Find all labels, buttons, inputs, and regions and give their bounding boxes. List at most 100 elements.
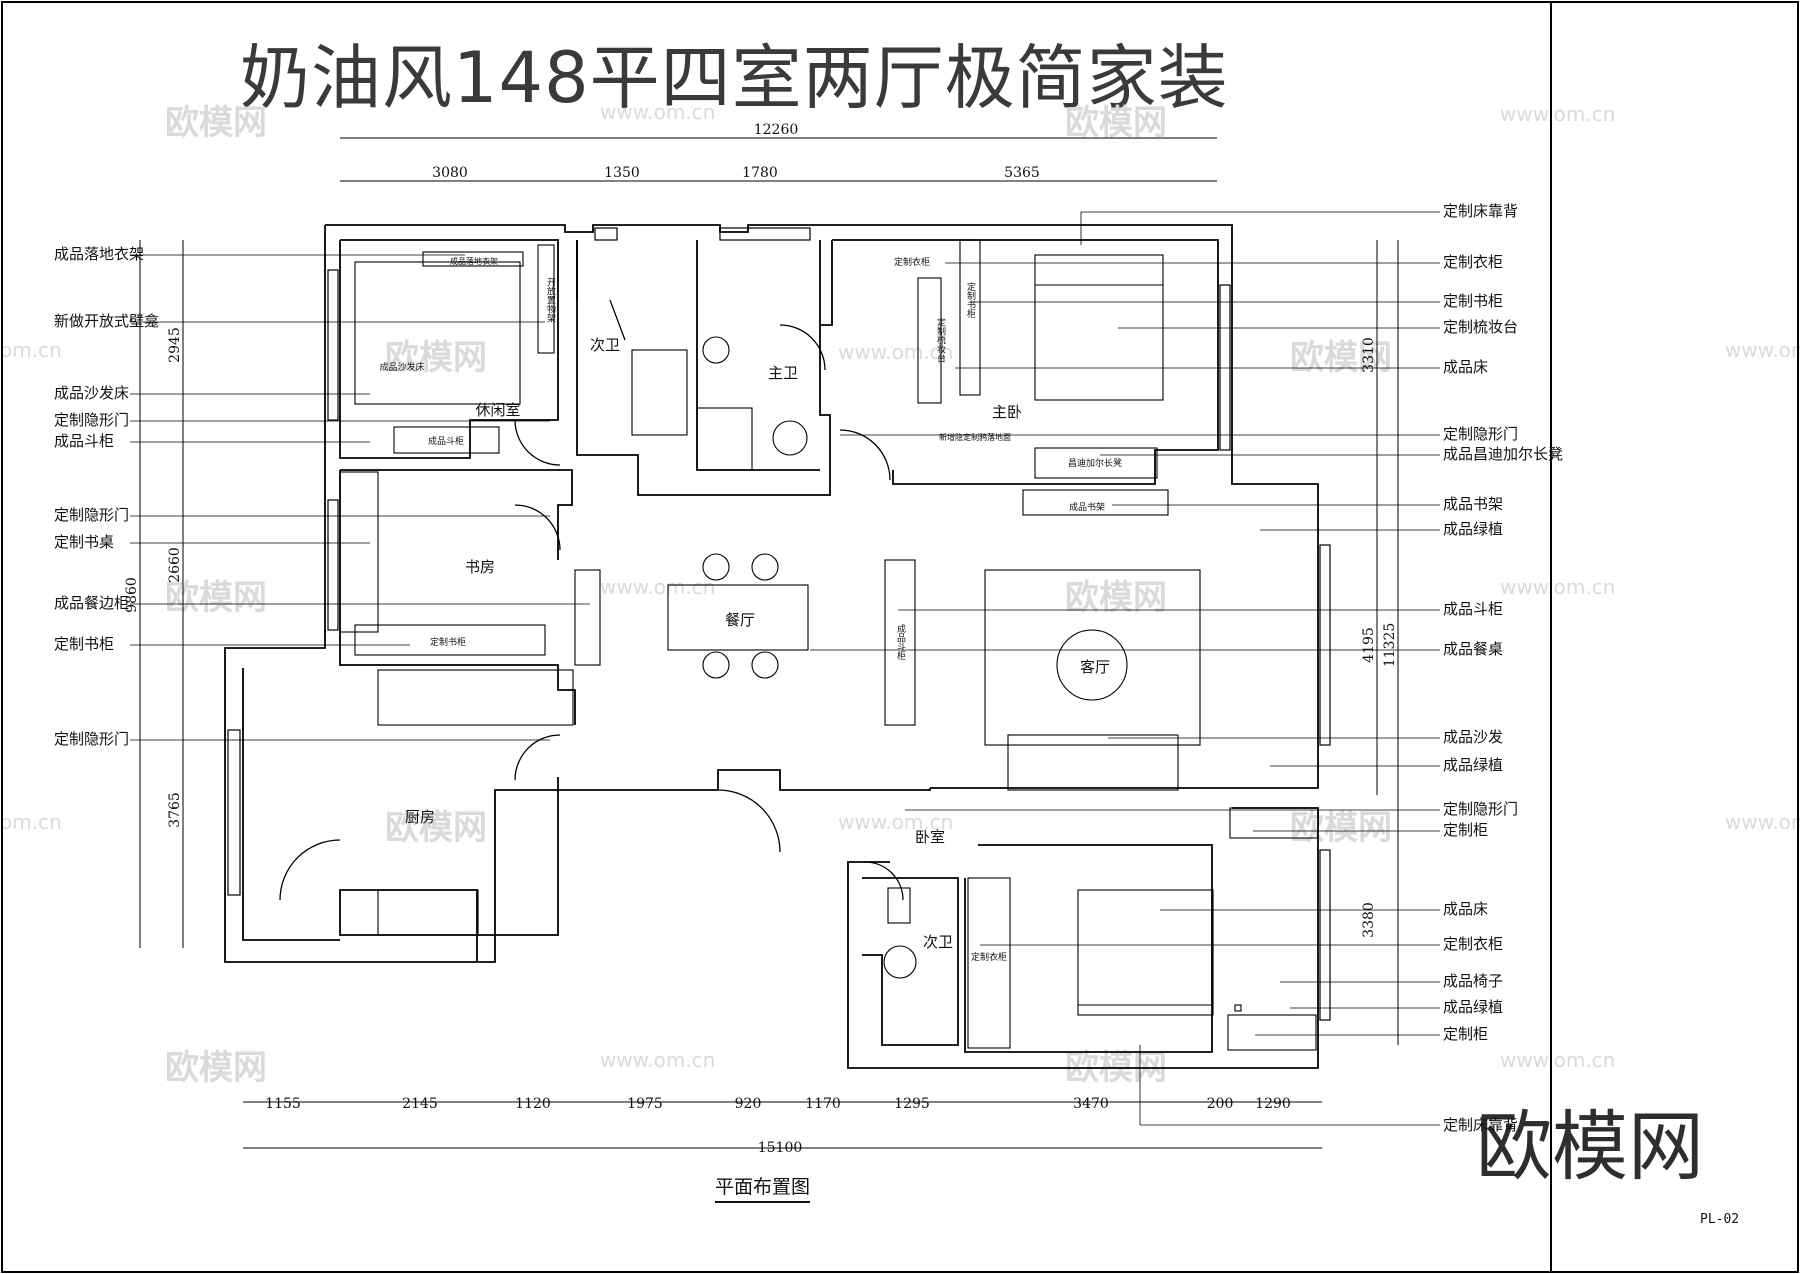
callout-right: 定制隐形门 [1443,800,1518,818]
callout-right: 定制柜 [1443,821,1488,839]
watermark-url: om.cn [0,810,62,834]
watermark-logo: 欧模网 [1065,103,1167,143]
watermark-url: www.om.cn [600,575,716,599]
callout-right: 定制衣柜 [1443,253,1503,271]
dim-total-right: 11325 [1382,623,1398,668]
note-open-shelf: 开放置物架 [545,277,556,323]
dim-total-bottom: 15100 [758,1140,803,1156]
dim-total-top: 12260 [754,122,799,138]
dimension-lines [139,137,1399,1149]
note-bench: 昌迪加尔长凳 [1068,457,1122,469]
callout-right: 成品书架 [1443,495,1503,513]
callout-right: 成品昌迪加尔长凳 [1443,445,1563,463]
furniture [339,239,1319,1051]
room-bedroom: 卧室 [915,828,945,846]
room-study: 书房 [465,558,495,576]
callout-left: 成品斗柜 [54,432,114,450]
dim-bottom: 1295 [894,1096,930,1112]
dim-bottom: 3470 [1073,1096,1109,1112]
note-wardrobe-master: 定制衣柜 [894,256,930,268]
callout-left: 定制隐形门 [54,506,129,524]
callout-left: 新做开放式壁龛 [54,312,159,330]
watermark-url: www.om.cn [1500,575,1616,599]
watermark-url: www.om.cn [600,100,716,124]
callout-right: 成品床 [1443,900,1488,918]
door-swings [279,299,904,901]
callout-left: 成品沙发床 [54,384,129,402]
windows [227,227,1331,1021]
dim-right: 3310 [1361,337,1377,373]
dim-top: 5365 [1004,165,1040,181]
room-guest-bath-2: 次卫 [923,933,953,951]
room-leisure: 休闲室 [475,401,520,419]
note-cabinet-living: 成品斗柜 [895,623,906,661]
callout-left: 成品餐边柜 [54,594,129,612]
callout-right: 成品绿植 [1443,998,1503,1016]
watermark-url: www.om.cn [1500,1048,1616,1072]
note-bookcase-master: 定制书柜 [965,281,976,319]
watermark-logo: 欧模网 [1065,578,1167,618]
callout-right: 定制床靠背 [1443,1116,1518,1134]
leader-lines [130,211,1440,1126]
callout-right: 成品绿植 [1443,520,1503,538]
dim-bottom: 1975 [627,1096,663,1112]
callout-left: 成品落地衣架 [54,245,144,263]
room-master-bed: 主卧 [992,403,1022,421]
dim-bottom: 2145 [402,1096,438,1112]
note-hidden-door: 新增隐定制鸦落地面 [939,432,1011,442]
callout-right: 定制柜 [1443,1025,1488,1043]
dim-right: 3380 [1361,902,1377,938]
dim-left: 2660 [167,547,183,583]
watermark-logo: 欧模网 [165,1048,267,1088]
callout-right: 成品床 [1443,358,1488,376]
callout-right: 定制衣柜 [1443,935,1503,953]
dim-bottom: 1155 [265,1096,301,1112]
dim-right: 4195 [1361,627,1377,663]
callout-right: 定制床靠背 [1443,202,1518,220]
watermark-url: www.om.cn [1500,102,1616,126]
note-wardrobe-bedroom: 定制衣柜 [971,951,1007,963]
room-master-bath: 主卫 [768,364,798,382]
callout-right: 成品斗柜 [1443,600,1503,618]
watermark-logo: 欧模网 [165,578,267,618]
dim-bottom: 920 [735,1096,762,1112]
watermark-logo: 欧模网 [385,808,487,848]
watermark-logo: 欧模网 [1290,338,1392,378]
note-dresser: 定制梳妆台 [935,316,946,363]
note-bookshelf: 成品书架 [1069,501,1105,513]
dim-top: 3080 [432,165,468,181]
callout-right: 定制梳妆台 [1443,318,1518,336]
watermark-logo: 欧模网 [165,103,267,143]
dim-total-left: 9860 [124,577,140,613]
dim-bottom: 200 [1207,1096,1234,1112]
callout-left: 定制隐形门 [54,411,129,429]
watermark-logo: 欧模网 [1290,808,1392,848]
watermark-url: om.cn [0,338,62,362]
sheet-number: PL-02 [1700,1212,1740,1227]
room-kitchen: 厨房 [405,808,435,826]
dim-top: 1350 [604,165,640,181]
room-guest-bath: 次卫 [590,336,620,354]
callout-left: 定制书桌 [54,533,114,551]
drawing-caption: 平面布置图 [715,1172,811,1203]
watermark-url: www.om.cn [838,340,954,364]
drawing-title: 奶油风148平四室两厅极简家装 [240,37,1229,119]
callout-right: 定制书柜 [1443,292,1503,310]
watermark-url: www.om.cn [1725,338,1800,362]
walls [224,224,1319,1069]
dim-bottom: 1290 [1255,1096,1291,1112]
callout-left: 定制书柜 [54,635,114,653]
brand-logo: 欧模网 [1476,1102,1704,1191]
watermark-url: www.om.cn [1725,810,1800,834]
watermark-url: www.om.cn [838,810,954,834]
dim-bottom: 1120 [515,1096,551,1112]
watermark-url: www.om.cn [600,1048,716,1072]
callout-left: 定制隐形门 [54,730,129,748]
note-cabinet: 成品斗柜 [428,435,464,447]
callout-right: 成品沙发 [1443,728,1503,746]
callout-right: 成品椅子 [1443,972,1503,990]
note-bookcase-study: 定制书柜 [430,636,466,648]
